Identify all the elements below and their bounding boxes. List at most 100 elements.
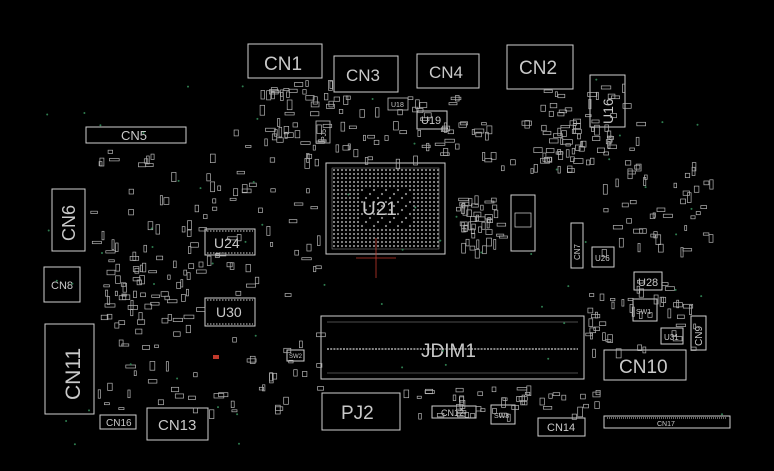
bga-ball [428, 220, 432, 224]
switch-sw1[interactable]: SW1 [632, 298, 658, 322]
bga-ball [428, 236, 432, 240]
connector-cn1[interactable]: CN1 [247, 43, 323, 79]
bga-ball [336, 224, 340, 228]
passive-component [475, 131, 482, 138]
switch-sw2[interactable]: SW2 [286, 349, 305, 362]
chip-u21-bga[interactable]: U21 [325, 162, 446, 278]
chip-pj5[interactable]: PJ5 [315, 120, 331, 144]
connector-cn13[interactable]: CN13 [146, 407, 209, 441]
bga-ball [364, 240, 368, 244]
bga-ball [360, 240, 364, 244]
chip-u31[interactable]: U31 [660, 327, 684, 345]
u30-label: U30 [216, 304, 242, 320]
chip-u-middle[interactable] [510, 194, 536, 252]
chip-u18[interactable]: U18 [387, 97, 409, 111]
switch-sw3[interactable]: SW3 [490, 404, 516, 425]
bga-ball [344, 216, 348, 220]
passive-component [122, 282, 127, 293]
bga-ball [344, 188, 348, 192]
bga-ball [420, 180, 424, 184]
cn3-label: CN3 [346, 66, 380, 85]
sw3-label: SW3 [494, 413, 509, 420]
passive-component [150, 153, 155, 160]
connector-cn6[interactable]: CN6 [51, 188, 86, 252]
connector-cn4[interactable]: CN4 [416, 53, 480, 89]
bga-ball [384, 212, 388, 216]
bga-ball [344, 212, 348, 216]
passive-component [480, 204, 484, 211]
bga-ball [364, 168, 368, 172]
passive-component [455, 387, 464, 393]
passive-component [305, 95, 315, 101]
chip-u30[interactable]: U30 [204, 297, 256, 327]
bga-ball [384, 176, 388, 180]
passive-component [305, 80, 309, 87]
passive-component [397, 109, 403, 116]
passive-component [343, 95, 349, 105]
passive-component [577, 406, 583, 418]
passive-component [192, 407, 198, 414]
bga-ball [428, 208, 432, 212]
passive-component [549, 103, 558, 109]
passive-component [114, 290, 118, 297]
via [380, 303, 383, 305]
connector-cn17[interactable]: CN17 [603, 415, 731, 429]
passive-component [156, 255, 164, 261]
bga-ball [348, 200, 352, 204]
bga-ball [388, 196, 392, 200]
bga-ball [352, 180, 356, 184]
connector-cn8[interactable]: CN8 [43, 266, 81, 303]
connector-cn2[interactable]: CN2 [506, 44, 574, 90]
chip-u24[interactable]: U24 [204, 228, 256, 256]
u21-ball-grid [332, 168, 440, 248]
bga-ball [392, 244, 396, 248]
connector-cn9[interactable]: CN9 [690, 315, 707, 351]
passive-component [286, 99, 293, 111]
passive-component [127, 389, 131, 399]
bga-ball [332, 208, 336, 212]
bga-ball [340, 176, 344, 180]
connector-cn3[interactable]: CN3 [333, 55, 399, 93]
bga-ball [436, 244, 440, 248]
chip-u28[interactable]: U28 [633, 271, 663, 291]
passive-component [236, 234, 242, 242]
connector-cn10[interactable]: CN10 [603, 349, 687, 381]
passive-component [615, 178, 619, 188]
passive-component [231, 409, 238, 413]
via [176, 377, 179, 380]
passive-component [147, 221, 154, 231]
connector-cn12[interactable]: CN12 [431, 405, 477, 419]
bga-ball [372, 224, 376, 228]
passive-component [149, 361, 156, 371]
bga-ball [420, 192, 424, 196]
via [65, 420, 68, 422]
chip-u26[interactable]: U26 [591, 246, 615, 268]
connector-cn7[interactable]: CN7 [570, 222, 584, 269]
connector-cn14[interactable]: CN14 [537, 417, 586, 437]
bga-ball [428, 228, 432, 232]
passive-component [335, 144, 340, 153]
bga-ball [416, 196, 420, 200]
passive-component [269, 157, 276, 163]
memory-slot-jdim1[interactable]: JDIM1 [320, 315, 585, 380]
bga-ball [416, 216, 420, 220]
passive-component [172, 317, 183, 322]
power-jack-pj2[interactable]: PJ2 [321, 392, 401, 431]
bga-ball [376, 176, 380, 180]
passive-component [286, 91, 290, 98]
passive-component [419, 102, 428, 108]
bga-ball [436, 236, 440, 240]
passive-component [702, 232, 710, 236]
passive-component [621, 299, 625, 307]
connector-cn11[interactable]: CN11 [44, 323, 95, 415]
passive-component [342, 145, 350, 151]
bga-ball [348, 192, 352, 196]
bga-ball [388, 180, 392, 184]
connector-cn16[interactable]: CN16 [99, 414, 137, 430]
chip-u16[interactable]: U16 [589, 74, 626, 128]
passive-component [91, 240, 102, 245]
connector-cn5[interactable]: CN5 [85, 126, 187, 144]
bga-ball [364, 244, 368, 248]
bga-ball [348, 172, 352, 176]
bga-ball [412, 188, 416, 192]
